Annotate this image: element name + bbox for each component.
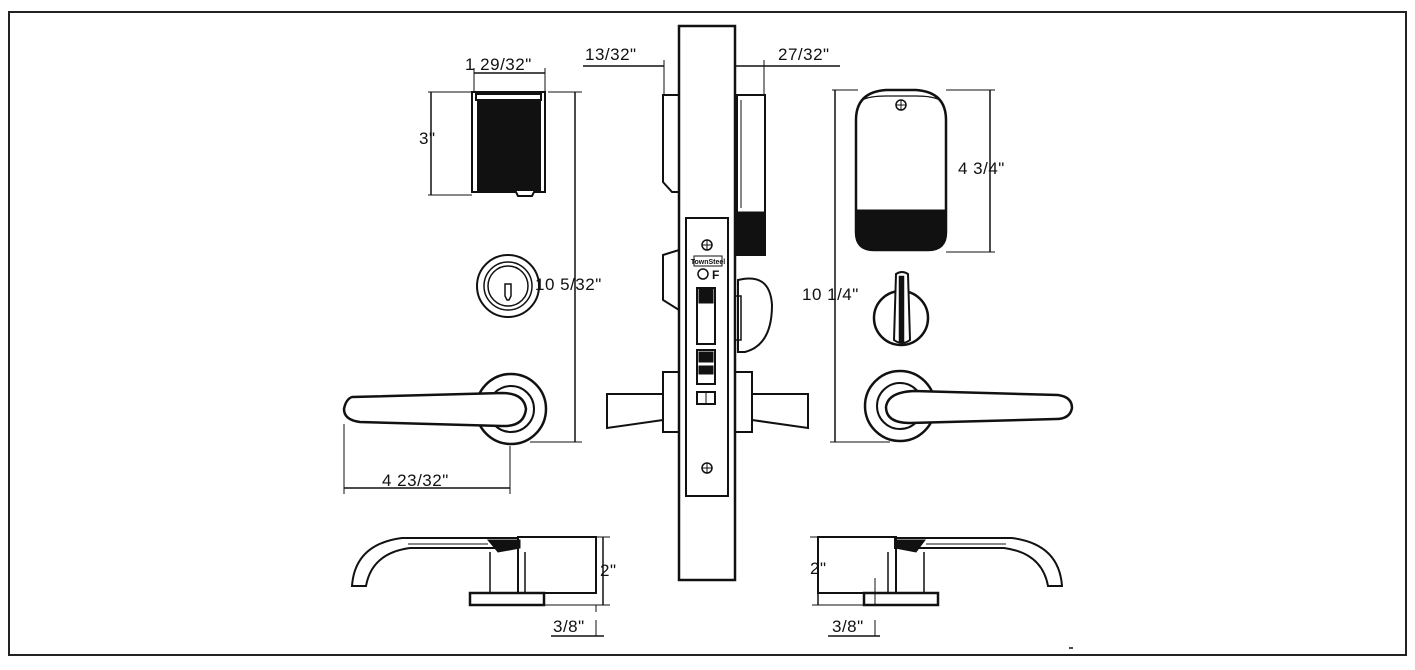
fire-rating-label: F [712,268,719,282]
inside-escutcheon [854,88,948,252]
thumbturn [872,271,930,347]
inside-lever-side-view [817,536,1064,607]
drawing-border [8,11,1407,656]
dim-keypad-height: 3" [419,129,436,148]
inside-view [810,88,1074,637]
ul-mark-icon [697,268,709,280]
inside-lever [863,369,1074,443]
dim-case-face-offset: 13/32" [585,45,637,64]
outside-lever [342,372,548,446]
dim-rose-thickness-left: 3/8" [553,617,585,636]
dim-case-inside-offset: 27/32" [778,45,830,64]
key-cylinder [476,254,540,318]
dim-keypad-width: 1 29/32" [465,55,532,74]
brand-stamp: TownSteel [691,259,726,266]
dim-lever-length: 4 23/32" [382,471,449,490]
outside-view [342,68,610,637]
mortise-case [685,217,729,497]
brand-stamp-box [693,255,723,267]
dim-inside-overall-height: 10 1/4" [802,285,859,304]
dim-outside-overall-height: 10 5/32" [535,275,602,294]
dim-lever-projection-right: 2" [810,559,827,578]
dim-inside-escutcheon-height: 4 3/4" [958,159,1005,178]
edge-view [583,24,840,582]
outside-lever-side-view [350,536,597,607]
dim-rose-thickness-right: 3/8" [832,617,864,636]
keypad-housing [471,91,546,197]
dim-lever-projection-left: 2" [600,561,617,580]
